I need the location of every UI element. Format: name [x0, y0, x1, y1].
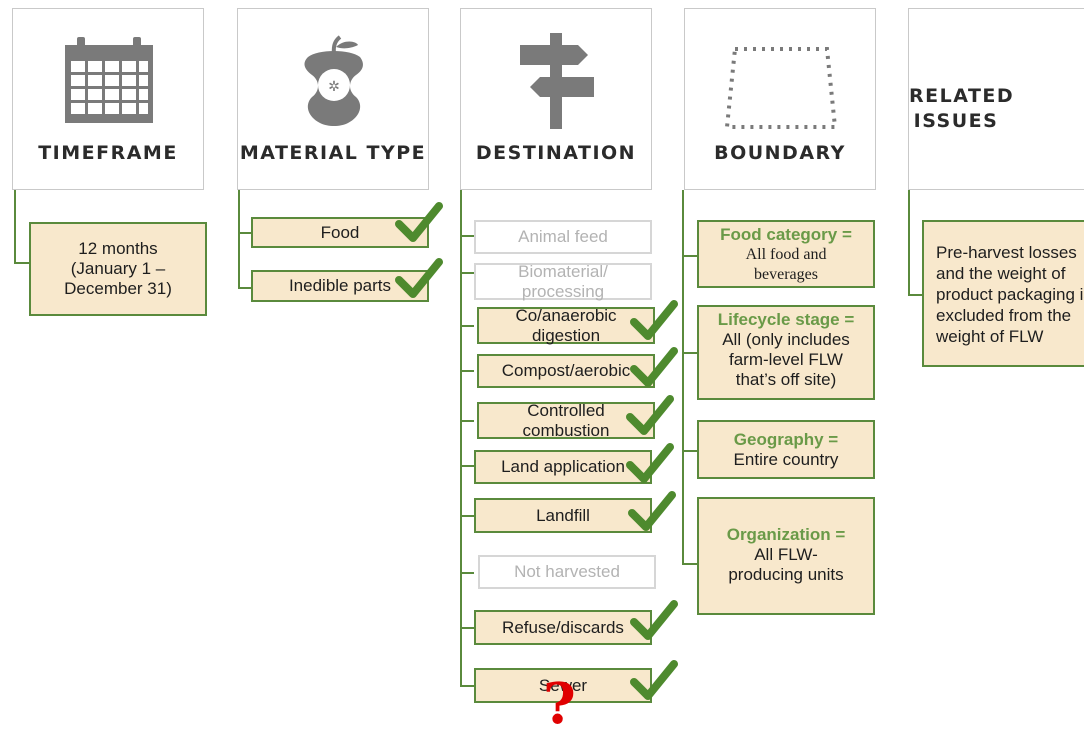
material-item-food-label: Food	[320, 222, 360, 242]
destination-connector	[460, 572, 474, 574]
boundary-item-body: Entire country	[733, 450, 839, 469]
destination-item-digestion: Co/anaerobic digestion	[477, 305, 655, 345]
timeframe-title: TIMEFRAME	[38, 142, 178, 164]
related-connector-horizontal	[908, 294, 924, 296]
related-issues-text: Pre-harvest losses and the weight of pro…	[936, 243, 1084, 346]
checkmark-icon	[630, 347, 678, 387]
related-issues-item: Pre-harvest losses and the weight of pro…	[922, 220, 1084, 367]
boundary-item-head: Lifecycle stage =	[717, 310, 855, 329]
destination-item-label: Land application	[501, 457, 625, 476]
material-item-inedible: Inedible parts	[251, 270, 429, 302]
boundary-item-body: All food and beverages	[745, 246, 827, 283]
destination-item-landfill: Landfill	[474, 498, 652, 533]
destination-connector	[460, 685, 474, 687]
timeframe-connector-horizontal	[14, 262, 30, 264]
boundary-item-head: Food category =	[720, 225, 852, 244]
boundary-item-lifecycle-stage: Lifecycle stage = All (only includes far…	[697, 305, 875, 400]
destination-connector	[460, 465, 474, 467]
destination-item-label: Co/anaerobic digestion	[515, 305, 617, 345]
destination-title: DESTINATION	[475, 142, 637, 164]
boundary-header: BOUNDARY	[684, 8, 876, 190]
destination-item-label: Animal feed	[518, 227, 608, 246]
material-connector-vertical	[238, 190, 240, 288]
destination-item-biomaterial: Biomaterial/ processing	[474, 261, 652, 301]
boundary-item-body: All FLW-producing units	[728, 545, 844, 584]
checkmark-icon	[630, 300, 678, 340]
dotted-trapezoid-icon	[724, 47, 838, 129]
material-item-inedible-label: Inedible parts	[288, 276, 392, 295]
destination-item-not-harvested: Not harvested	[478, 555, 656, 589]
material-type-title: MATERIAL TYPE	[239, 142, 427, 164]
timeframe-item: 12 months (January 1 – December 31)	[29, 222, 207, 316]
checkmark-icon	[395, 202, 443, 242]
destination-item-animal-feed: Animal feed	[474, 220, 652, 254]
destination-connector	[460, 235, 474, 237]
destination-item-sewer: Sewer	[474, 668, 652, 703]
boundary-item-head: Geography =	[733, 430, 839, 449]
boundary-connector	[682, 563, 698, 565]
destination-connector	[460, 420, 474, 422]
material-type-header: ✲ MATERIAL TYPE	[237, 8, 429, 190]
checkmark-icon	[395, 258, 443, 298]
destination-item-label: Biomaterial/ processing	[518, 261, 608, 301]
material-connector-food	[238, 232, 252, 234]
boundary-connector	[682, 255, 698, 257]
destination-header: DESTINATION	[460, 8, 652, 190]
calendar-icon	[65, 37, 153, 123]
boundary-title: BOUNDARY	[714, 142, 846, 164]
checkmark-icon	[628, 491, 676, 531]
destination-connector	[460, 515, 474, 517]
boundary-item-body: All (only includes farm-level FLW that’s…	[722, 330, 850, 389]
boundary-connector-vertical	[682, 190, 684, 565]
destination-item-label: Controlled combustion	[522, 400, 610, 440]
destination-item-label: Not harvested	[514, 562, 620, 581]
boundary-connector	[682, 450, 698, 452]
checkmark-icon	[626, 395, 674, 435]
svg-text:✲: ✲	[328, 79, 340, 95]
related-issues-title: RELATED ISSUES	[909, 85, 1015, 132]
destination-item-land-application: Land application	[474, 450, 652, 484]
destination-connector	[460, 325, 474, 327]
destination-connector	[460, 370, 474, 372]
apple-core-icon: ✲	[304, 35, 363, 126]
checkmark-icon	[630, 660, 678, 700]
timeframe-connector-vertical	[14, 190, 16, 263]
boundary-item-food-category: Food category = All food and beverages	[697, 220, 875, 288]
boundary-item-organization: Organization = All FLW-producing units	[697, 497, 875, 615]
destination-item-label: Refuse/discards	[502, 617, 624, 637]
signpost-icon	[520, 33, 594, 129]
material-connector-inedible	[238, 287, 252, 289]
destination-item-label: Sewer	[538, 675, 588, 695]
destination-connector	[460, 627, 474, 629]
question-mark-annotation: ?	[543, 671, 576, 737]
related-issues-header: RELATED ISSUES	[908, 8, 1084, 190]
destination-connector-vertical	[460, 190, 462, 687]
checkmark-icon	[626, 443, 674, 483]
timeframe-header: TIMEFRAME	[12, 8, 204, 190]
destination-item-compost: Compost/aerobic	[477, 354, 655, 388]
destination-item-refuse: Refuse/discards	[474, 610, 652, 645]
boundary-connector	[682, 352, 698, 354]
destination-item-label: Compost/aerobic	[501, 361, 631, 380]
boundary-item-geography: Geography = Entire country	[697, 420, 875, 479]
related-connector-vertical	[908, 190, 910, 296]
boundary-item-head: Organization =	[726, 525, 846, 544]
timeframe-item-label: 12 months (January 1 – December 31)	[64, 239, 172, 298]
destination-connector	[460, 272, 474, 274]
destination-item-label: Landfill	[536, 505, 590, 525]
checkmark-icon	[630, 600, 678, 640]
